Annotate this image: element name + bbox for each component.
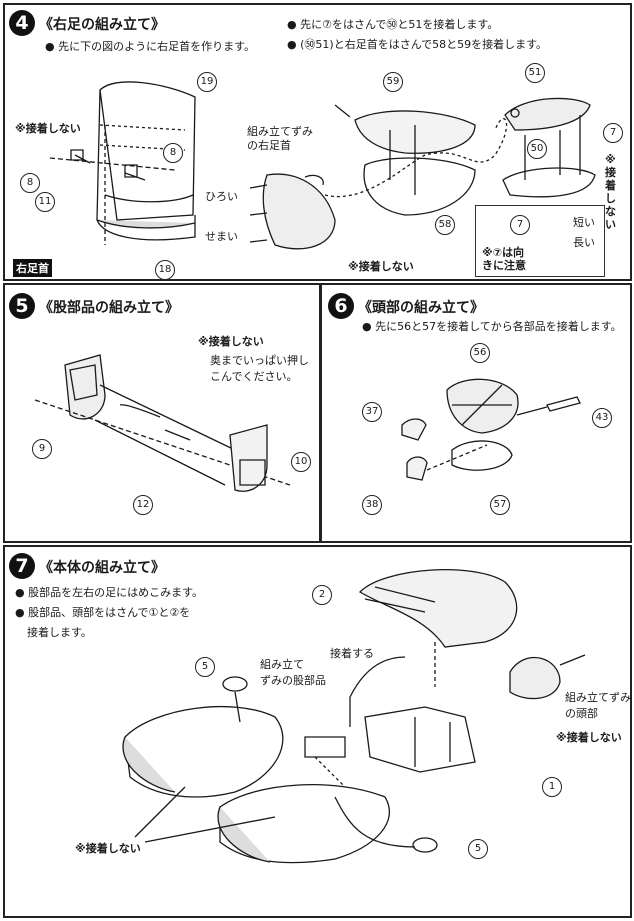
step-4-inset: 短い 長い ※⑦は向 きに注意 xyxy=(475,205,605,277)
step-5-number: 5 xyxy=(9,293,35,319)
step-5-title: 《股部品の組み立て》 xyxy=(39,300,179,316)
step-4-no-glue-bottom: ※接着しない xyxy=(348,260,414,273)
inset-long-label: 長い xyxy=(573,236,595,249)
step-5-push-in: 奥までいっぱい押し こんでください。 xyxy=(210,354,309,383)
part-callout-1: 1 xyxy=(542,777,562,797)
part-callout-38: 38 xyxy=(362,495,382,515)
step-6-panel: 6 《頭部の組み立て》 ● 先に56と57を接着してから各部品を接着します。 5… xyxy=(320,283,632,543)
step-7-number: 7 xyxy=(9,553,35,579)
part-callout-9: 9 xyxy=(32,439,52,459)
part-callout-5a: 5 xyxy=(195,657,215,677)
step-4-narrow-label: せまい xyxy=(205,230,238,243)
step-4-illustration xyxy=(5,5,632,281)
step-7-glue: 接着する xyxy=(330,647,374,660)
part-callout-12: 12 xyxy=(133,495,153,515)
step-4-no-glue-right: ※接着しない xyxy=(605,153,616,231)
part-callout-2: 2 xyxy=(312,585,332,605)
step-4-ankle-badge: 右足首 xyxy=(13,259,52,277)
step-4-no-glue-left: ※接着しない xyxy=(15,122,81,135)
part-callout-43: 43 xyxy=(592,408,612,428)
part-callout-50: 50 xyxy=(527,139,547,159)
step-4-note-1: ● 先に下の図のように右足首を作ります。 xyxy=(45,40,256,53)
step-7-assembled-head: 組み立てずみ の頭部 xyxy=(565,691,631,720)
part-callout-51: 51 xyxy=(525,63,545,83)
step-4-assembled-ankle: 組み立てずみ の右足首 xyxy=(247,125,313,152)
step-7-title: 《本体の組み立て》 xyxy=(39,560,165,576)
step-7-panel: 7 《本体の組み立て》 ● 股部品を左右の足にはめこみます。 ● 股部品、頭部を… xyxy=(3,545,632,918)
part-callout-5b: 5 xyxy=(468,839,488,859)
step-7-assembled-crotch: 組み立て ずみの股部品 xyxy=(260,658,326,687)
step-6-title: 《頭部の組み立て》 xyxy=(358,300,484,316)
step-6-number: 6 xyxy=(328,293,354,319)
step-5-no-glue: ※接着しない xyxy=(198,335,264,348)
step-7-illustration xyxy=(5,547,632,918)
part-callout-11: 11 xyxy=(35,192,55,212)
part-callout-19: 19 xyxy=(197,72,217,92)
part-callout-56: 56 xyxy=(470,343,490,363)
step-4-note-right-1: ● 先に⑦をはさんで㊿と51を接着します。 xyxy=(287,18,499,31)
step-7-note-2: ● 股部品、頭部をはさんで①と②を xyxy=(15,606,191,619)
step-4-panel: 4 《右足の組み立て》 ● 先に下の図のように右足首を作ります。 ● 先に⑦をは… xyxy=(3,3,632,281)
step-4-number: 4 xyxy=(9,10,35,36)
step-5-panel: 5 《股部品の組み立て》 ※接着しない 奥までいっぱい押し こんでください。 9… xyxy=(3,283,321,543)
inset-short-label: 短い xyxy=(573,216,595,229)
step-7-note-1: ● 股部品を左右の足にはめこみます。 xyxy=(15,586,204,599)
step-5-illustration xyxy=(5,285,321,543)
step-7-no-glue-legs: ※接着しない xyxy=(75,842,141,855)
part-callout-7b: 7 xyxy=(510,215,530,235)
part-callout-37: 37 xyxy=(362,402,382,422)
part-callout-57: 57 xyxy=(490,495,510,515)
step-7-no-glue-head: ※接着しない xyxy=(556,731,622,744)
inset-note: ※⑦は向 きに注意 xyxy=(482,246,526,272)
part-callout-7a: 7 xyxy=(603,123,623,143)
part-callout-18: 18 xyxy=(155,260,175,279)
part-callout-10: 10 xyxy=(291,452,311,472)
part-callout-8a: 8 xyxy=(163,143,183,163)
step-6-illustration xyxy=(322,285,632,543)
step-4-note-right-2: ● (㊿51)と右足首をはさんで58と59を接着します。 xyxy=(287,38,548,51)
part-callout-58: 58 xyxy=(435,215,455,235)
step-4-wide-label: ひろい xyxy=(205,190,238,203)
step-6-note-1: ● 先に56と57を接着してから各部品を接着します。 xyxy=(362,320,622,333)
part-callout-59: 59 xyxy=(383,72,403,92)
step-4-title: 《右足の組み立て》 xyxy=(39,17,165,33)
step-7-note-3: 接着します。 xyxy=(27,626,92,639)
part-callout-8b: 8 xyxy=(20,173,40,193)
